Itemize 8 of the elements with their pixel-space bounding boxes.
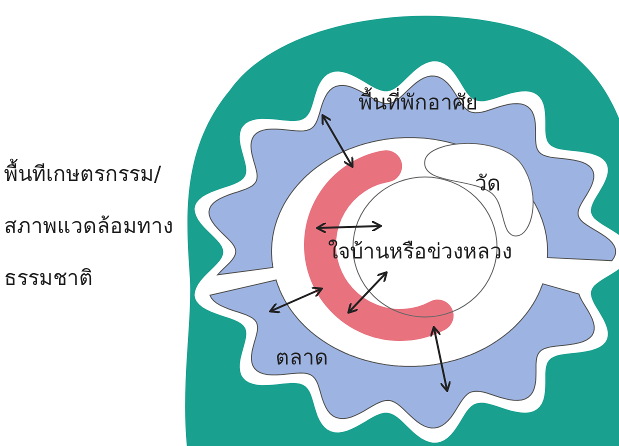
double-arrow [347,271,388,314]
double-arrow [430,326,452,392]
region-label: พื้นทีเกษตรกรรม/ สภาพแวดล้อมทาง ธรรมชาติ [4,148,173,304]
area-label: วัด [475,171,501,197]
double-arrow [269,286,323,314]
area-label: ตลาด [275,345,328,371]
double-arrow [316,220,382,234]
double-arrow [322,114,354,168]
